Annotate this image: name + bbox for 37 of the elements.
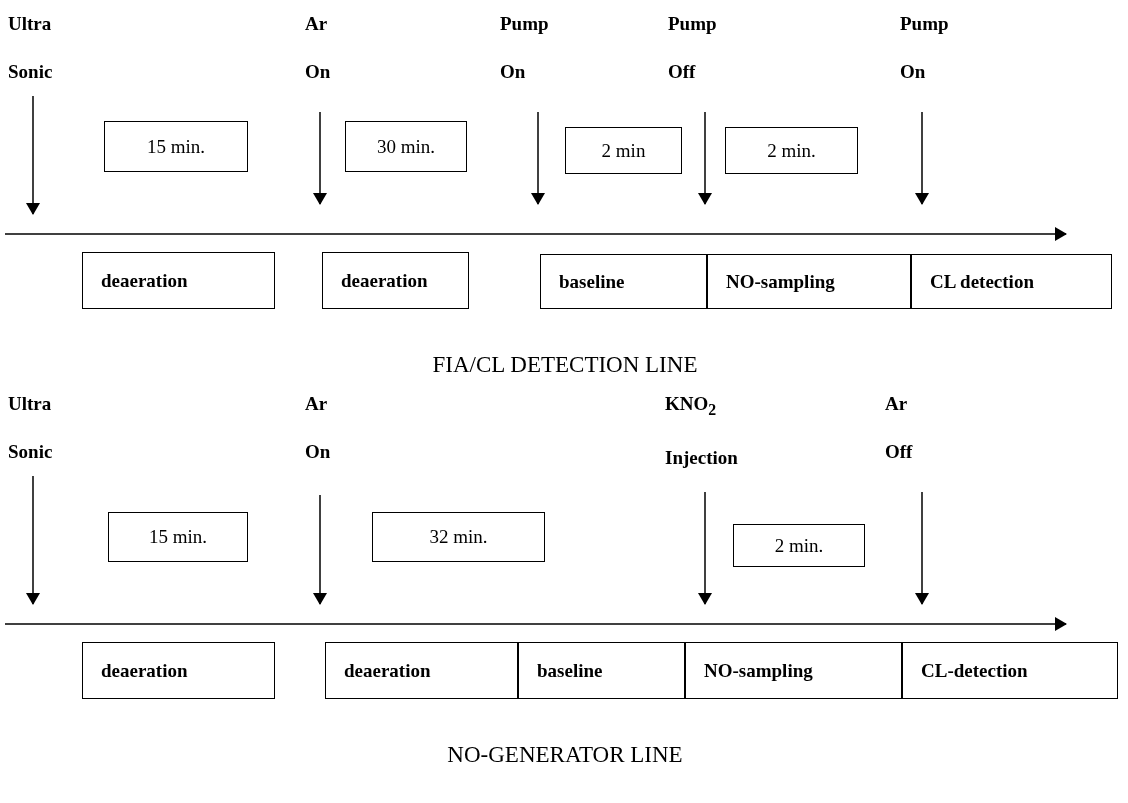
event-label: Ar On (305, 0, 355, 112)
phase-box: deaeration (322, 252, 469, 309)
duration-box: 2 min. (733, 524, 865, 567)
phase-box: baseline (540, 254, 707, 309)
arrow (26, 95, 40, 215)
arrow (26, 475, 40, 605)
arrow (313, 494, 327, 605)
event-label: Ar Off (885, 380, 949, 492)
duration-box: 30 min. (345, 121, 467, 172)
event-label: Pump On (900, 0, 964, 112)
event-label: Ultra Sonic (8, 380, 78, 476)
phase-box: CL detection (911, 254, 1112, 309)
event-label: Pump On (500, 0, 564, 112)
event-label: Ultra Sonic (8, 0, 78, 96)
phase-box: deaeration (325, 642, 518, 699)
arrow (313, 111, 327, 205)
phase-box: CL-detection (902, 642, 1118, 699)
arrow (915, 491, 929, 605)
event-label: KNO$_{2}$ Injection (665, 380, 765, 492)
duration-box: 15 min. (108, 512, 248, 562)
duration-box: 15 min. (104, 121, 248, 172)
phase-box: deaeration (82, 252, 275, 309)
event-label: Ar On (305, 380, 355, 495)
arrow (915, 111, 929, 205)
duration-box: 32 min. (372, 512, 545, 562)
duration-box: 2 min (565, 127, 682, 174)
phase-box: NO-sampling (685, 642, 902, 699)
arrow (531, 111, 545, 205)
panel-title: FIA/CL DETECTION LINE (431, 352, 699, 378)
phase-box: deaeration (82, 642, 275, 699)
arrow (698, 111, 712, 205)
phase-box: baseline (518, 642, 685, 699)
event-label: Pump Off (668, 0, 732, 112)
phase-box: NO-sampling (707, 254, 911, 309)
arrow (698, 491, 712, 605)
duration-box: 2 min. (725, 127, 858, 174)
panel-title: NO-GENERATOR LINE (446, 742, 684, 768)
